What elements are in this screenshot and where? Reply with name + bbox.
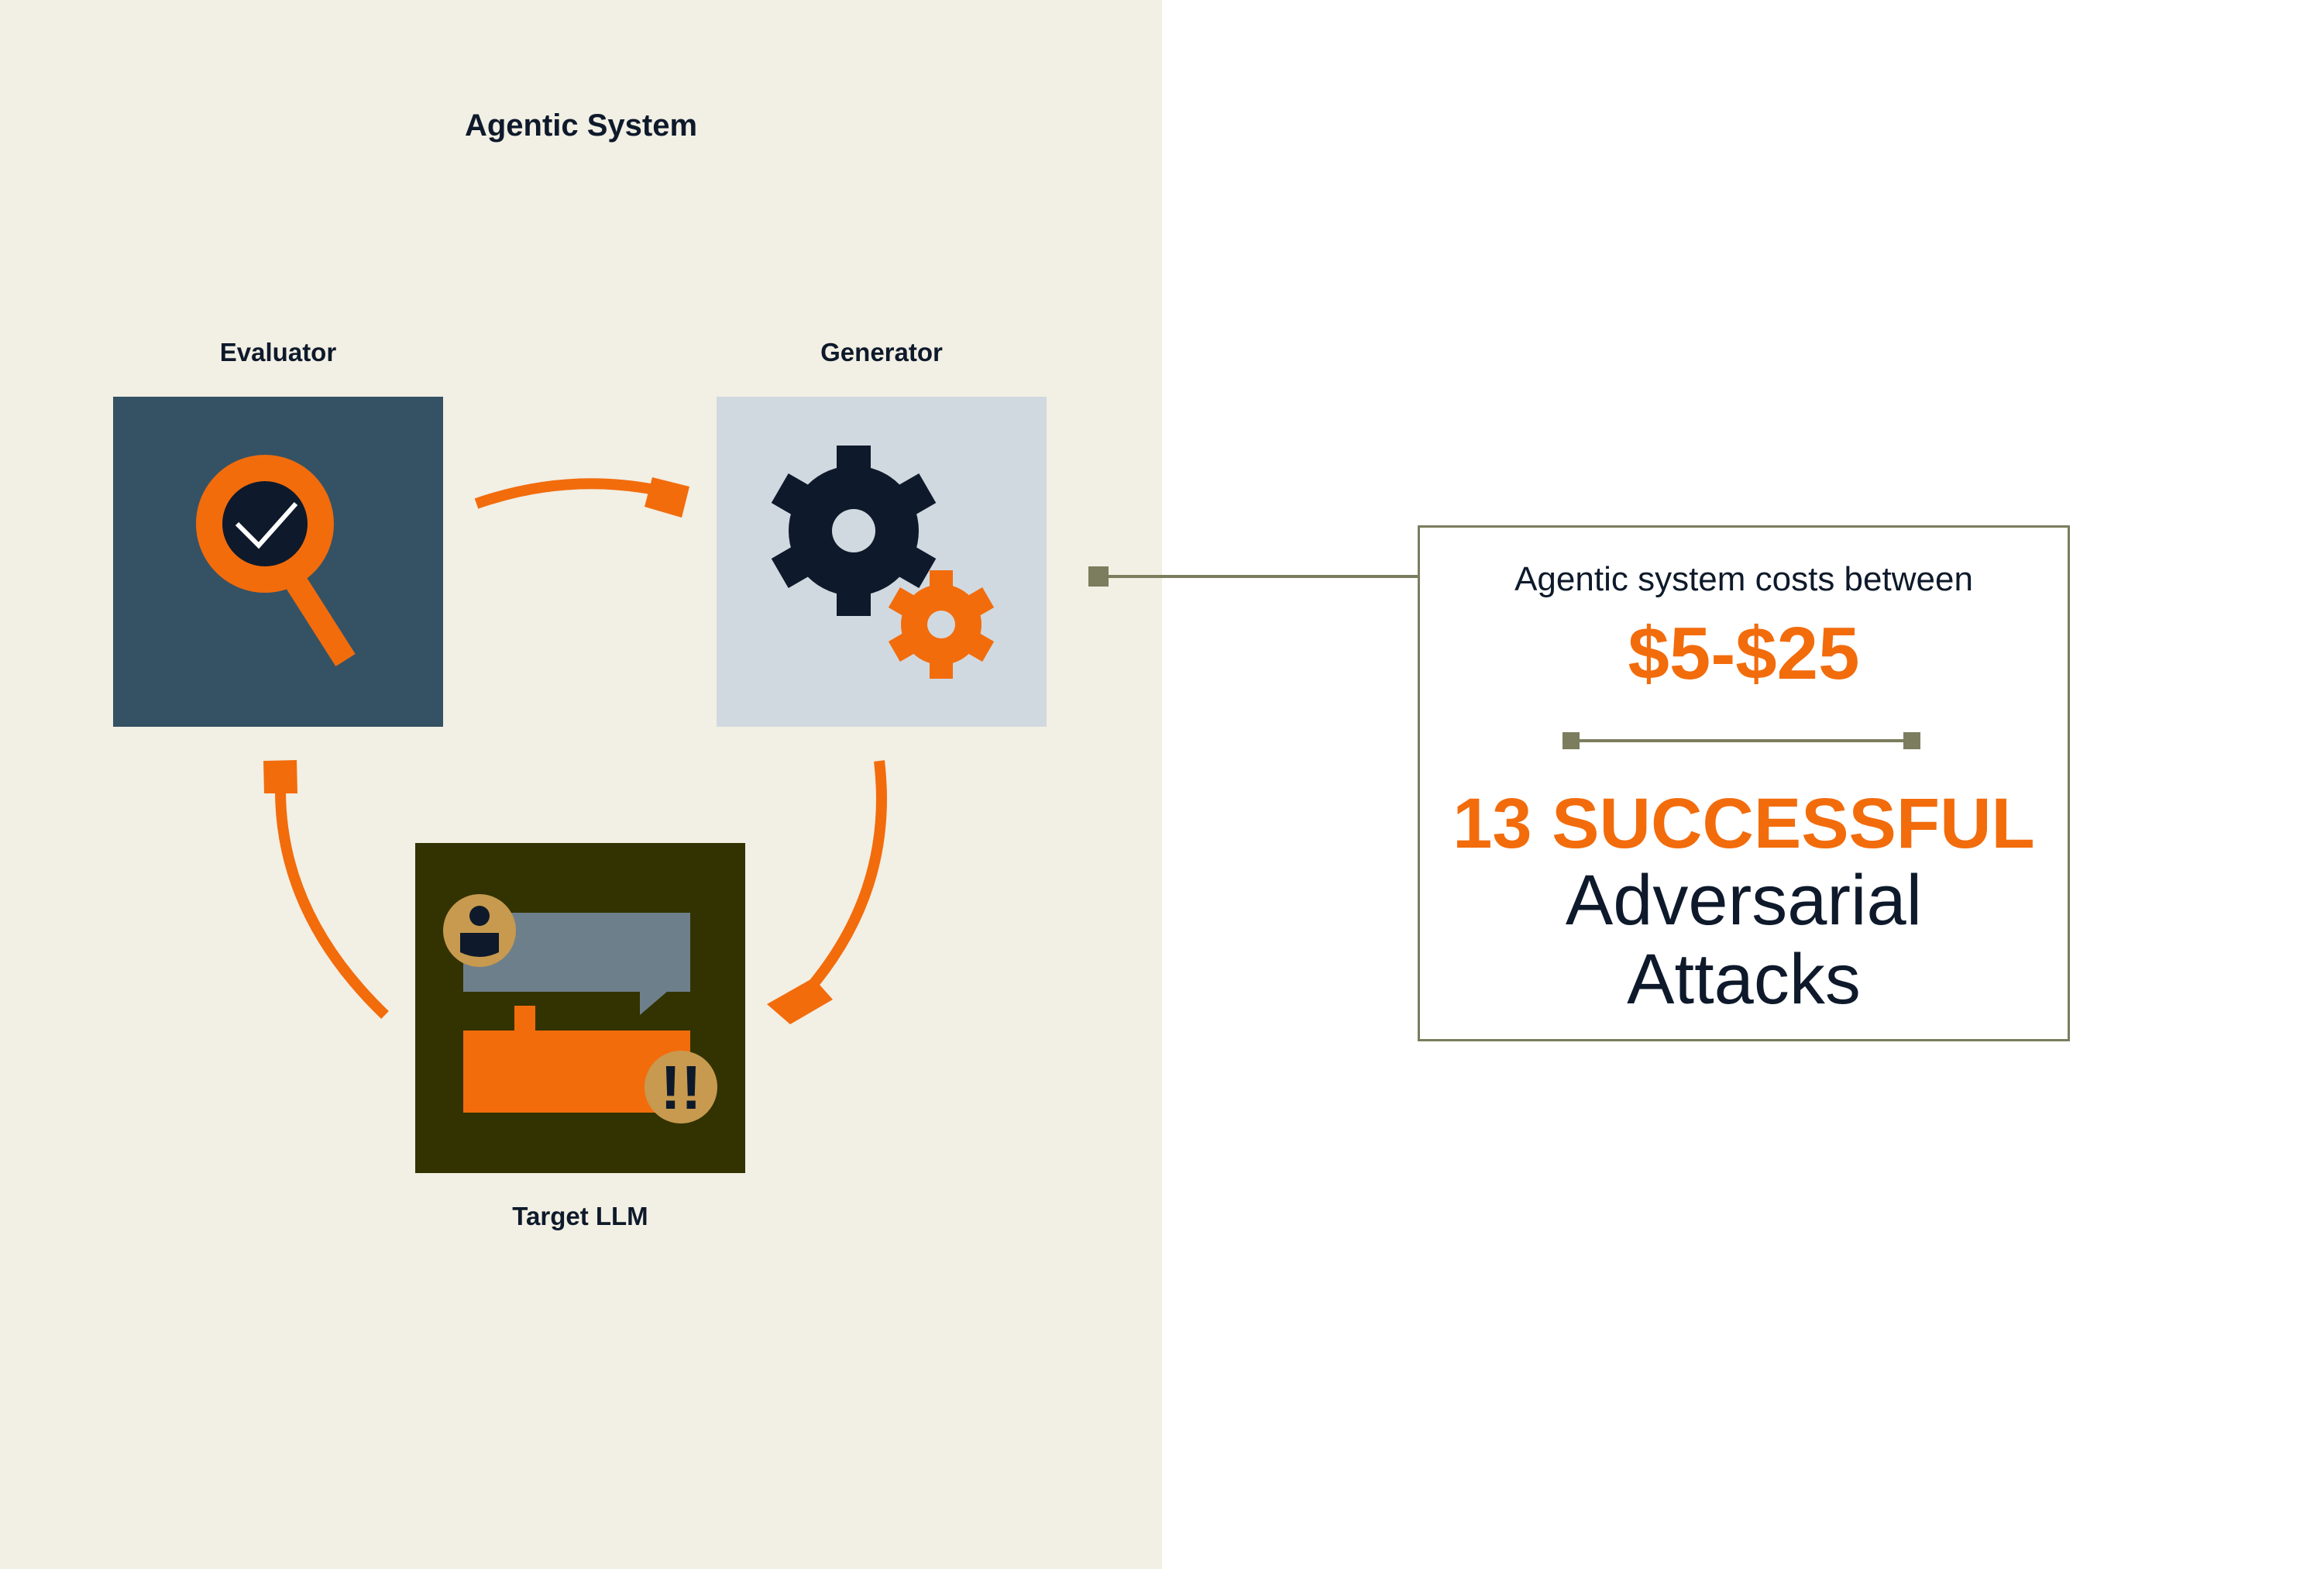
evaluator-label: Evaluator [219,338,337,366]
summary-divider [1563,732,1920,749]
generator-node [717,397,1047,727]
chat-bubbles-icon: !! [443,894,717,1123]
attack-count: 13 SUCCESSFUL [1452,784,2035,863]
divider-left-cap [1563,732,1580,749]
arrow-evaluator-to-generator [474,477,689,518]
generator-label: Generator [820,338,943,366]
small-gear-icon [888,570,995,679]
llm-response-bubble [463,1006,690,1113]
attack-label-line1: Adversarial [1565,861,1923,940]
cycle-arrows [263,477,1162,1024]
user-avatar-icon [443,894,516,967]
magnifier-check-icon [196,455,356,667]
connector-line [1158,575,1418,578]
attack-label-line2: Attacks [1627,940,1861,1019]
attack-label: Adversarial Attacks [1420,861,2068,1019]
cost-range: $5-$25 [1628,612,1860,695]
arrow-target-to-evaluator [263,760,389,1020]
cost-intro-text: Agentic system costs between [1514,560,1973,598]
user-chat-bubble [463,913,690,1015]
alert-icon: !! [645,1051,717,1123]
target-llm-label: Target LLM [512,1202,648,1230]
cost-summary-box: Agentic system costs between $5-$25 13 S… [1418,525,2070,1041]
arrow-generator-to-target [767,760,887,1024]
agentic-system-panel [0,0,1162,1569]
target-llm-node: !! [415,843,745,1173]
generator-to-summary-connector [1088,566,1162,587]
divider-right-cap [1903,732,1920,749]
diagram-title: Agentic System [464,108,698,143]
large-gear-icon [771,446,937,616]
svg-text:!!: !! [660,1053,701,1122]
gears-icon [771,446,995,679]
evaluator-node [113,397,443,727]
